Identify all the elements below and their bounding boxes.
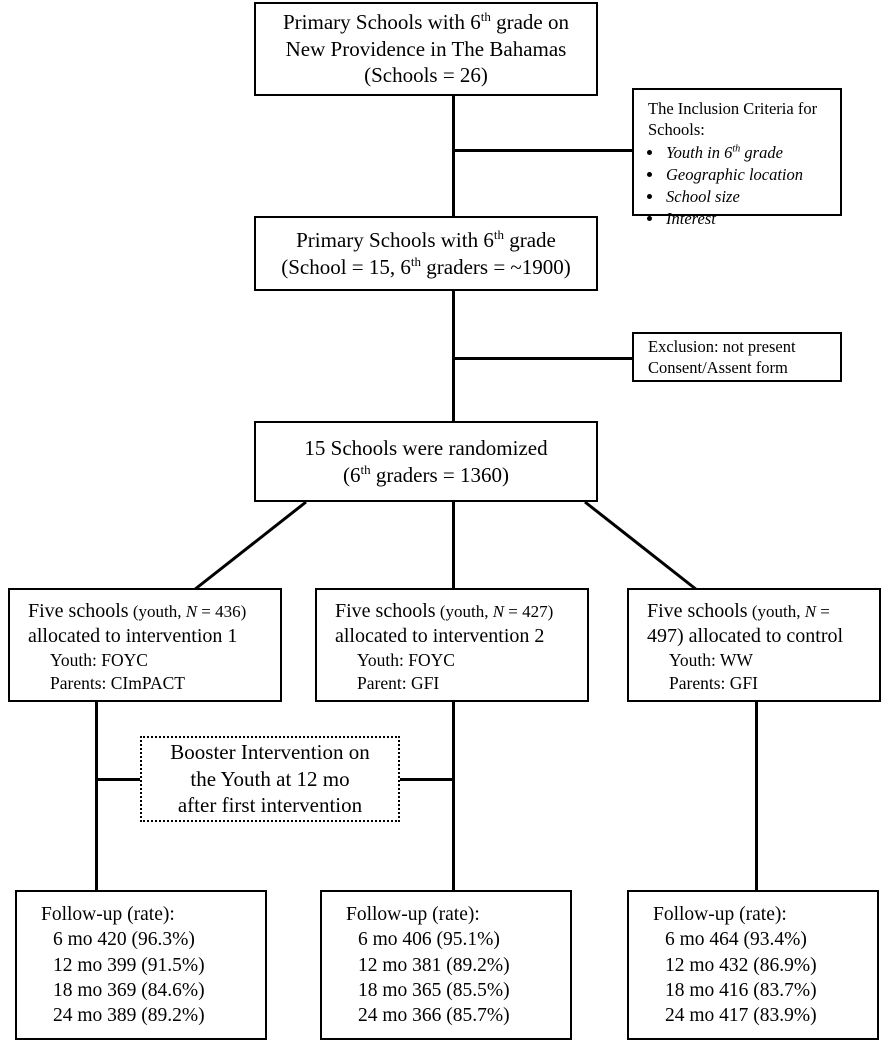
node-text: Primary Schools with 6 [296, 227, 494, 252]
allocation-heading-line2: allocated to intervention 2 [335, 625, 545, 648]
followup-heading: Follow-up (rate): [346, 904, 480, 925]
node-text: = [816, 602, 830, 621]
followup-row: 18 mo 365 (85.5%) [358, 980, 510, 1002]
node-exclusion: Exclusion: not present Consent/Assent fo… [632, 332, 842, 382]
node-inclusion-criteria: The Inclusion Criteria for Schools: Yout… [632, 88, 842, 228]
allocation-detail-parents: Parents: CImPACT [50, 673, 185, 694]
connector-randomized-to-group2 [452, 500, 455, 590]
superscript-th: th [493, 226, 504, 242]
followup-row: 24 mo 366 (85.7%) [358, 1005, 510, 1027]
node-booster-intervention: Booster Intervention on the Youth at 12 … [140, 736, 400, 822]
node-followup-intervention-1: Follow-up (rate): 6 mo 420 (96.3%) 12 mo… [15, 890, 267, 1040]
allocation-heading-line2: 497) allocated to control [647, 625, 844, 648]
connector-group3-to-followup [755, 702, 758, 892]
node-text: graders = 1360) [370, 462, 509, 487]
allocation-detail-parents: Parents: GFI [669, 673, 758, 694]
node-eligible-schools: Primary Schools with 6th grade (School =… [254, 216, 598, 291]
node-text: grade on [490, 9, 569, 34]
node-text: Primary Schools with 6 [282, 9, 481, 34]
node-text: (youth, N = 436) [128, 602, 247, 621]
inclusion-heading-line2: Schools: [648, 120, 705, 140]
followup-row: 24 mo 417 (83.9%) [665, 1005, 817, 1027]
allocation-detail-youth: Youth: WW [669, 650, 753, 671]
inclusion-heading-line1: The Inclusion Criteria for [648, 99, 818, 118]
node-line: Primary Schools with 6th grade on [256, 9, 596, 36]
sample-size-symbol: N [804, 602, 817, 621]
followup-heading: Follow-up (rate): [653, 904, 787, 925]
connector-booster-right-stub [399, 778, 455, 781]
node-line: (School = 15, 6th graders = ~1900) [256, 254, 596, 281]
followup-row: 18 mo 416 (83.7%) [665, 980, 817, 1002]
list-item: Geographic location [664, 164, 840, 186]
superscript-th: th [410, 253, 422, 269]
node-text: (youth, [128, 602, 186, 621]
followup-row: 6 mo 464 (93.4%) [665, 929, 807, 951]
node-followup-intervention-2: Follow-up (rate): 6 mo 406 (95.1%) 12 mo… [320, 890, 572, 1040]
node-text: = 427) [504, 602, 554, 621]
sample-size-symbol: N [492, 602, 505, 621]
followup-row: 18 mo 369 (84.6%) [53, 980, 205, 1002]
connector-eligible-to-randomized [452, 291, 455, 421]
node-line: New Providence in The Bahamas [285, 36, 567, 61]
node-line: (Schools = 26) [364, 63, 488, 88]
node-text: (6 [342, 462, 361, 487]
list-item: School size [664, 186, 840, 208]
node-allocation-control: Five schools (youth, N = 497) allocated … [627, 588, 881, 702]
node-text: (youth, [747, 602, 805, 621]
allocation-heading-line1: Five schools (youth, N = [629, 599, 879, 624]
node-text: grade [503, 227, 556, 252]
list-item: Interest [664, 208, 840, 230]
allocation-heading-line1: Five schools (youth, N = 436) [10, 599, 280, 624]
inclusion-criteria-list: Youth in 6th grade Geographic location S… [634, 142, 840, 230]
sample-size-symbol: N [185, 602, 198, 621]
connector-booster-left-stub [95, 778, 142, 781]
allocation-detail-parents: Parent: GFI [357, 673, 440, 694]
node-text: graders = ~1900) [421, 254, 571, 279]
connector-to-inclusion-criteria [452, 149, 632, 152]
followup-row: 6 mo 406 (95.1%) [358, 929, 500, 951]
allocation-heading-line2: allocated to intervention 1 [28, 625, 238, 648]
node-primary-schools-total: Primary Schools with 6th grade on New Pr… [254, 2, 598, 96]
followup-row: 12 mo 399 (91.5%) [53, 954, 205, 976]
node-line: (6th graders = 1360) [256, 462, 596, 489]
connector-to-exclusion [452, 357, 632, 360]
connector-title-to-eligible [452, 96, 455, 216]
node-line: the Youth at 12 mo [190, 766, 350, 791]
list-item-label: Youth in 6 [666, 142, 733, 162]
allocation-detail-youth: Youth: FOYC [357, 650, 455, 671]
node-randomized: 15 Schools were randomized (6th graders … [254, 421, 598, 502]
node-line: Consent/Assent form [648, 358, 788, 377]
node-line: Primary Schools with 6th grade [256, 227, 596, 254]
node-text: (youth, N = 427) [435, 602, 554, 621]
list-item: Youth in 6th grade [664, 142, 840, 164]
superscript-th: th [360, 461, 371, 477]
list-item-label: grade [740, 142, 783, 162]
allocation-detail-youth: Youth: FOYC [50, 650, 148, 671]
followup-row: 24 mo 389 (89.2%) [53, 1005, 205, 1027]
node-allocation-intervention-2: Five schools (youth, N = 427) allocated … [315, 588, 589, 702]
connector-randomization-fan [193, 500, 698, 592]
followup-heading: Follow-up (rate): [41, 904, 175, 925]
followup-row: 12 mo 432 (86.9%) [665, 954, 817, 976]
node-followup-control: Follow-up (rate): 6 mo 464 (93.4%) 12 mo… [627, 890, 879, 1040]
superscript-th: th [732, 143, 741, 155]
node-text: Five schools [335, 600, 436, 622]
node-text: = 436) [197, 602, 247, 621]
node-text: Five schools [647, 600, 748, 622]
superscript-th: th [480, 8, 491, 24]
node-text: (youth, N = [748, 602, 830, 621]
allocation-heading-line1: Five schools (youth, N = 427) [317, 599, 587, 624]
node-text: (youth, [435, 602, 493, 621]
node-line: Exclusion: not present [648, 336, 796, 356]
followup-row: 6 mo 420 (96.3%) [53, 929, 195, 951]
connector-group1-to-followup [95, 702, 98, 892]
node-line: 15 Schools were randomized [304, 435, 548, 460]
node-text: (School = 15, 6 [281, 254, 411, 279]
node-line: Booster Intervention on [170, 739, 370, 764]
connector-group2-to-followup [452, 702, 455, 892]
node-allocation-intervention-1: Five schools (youth, N = 436) allocated … [8, 588, 282, 702]
node-text: Five schools [28, 600, 129, 622]
followup-row: 12 mo 381 (89.2%) [358, 954, 510, 976]
node-line: after first intervention [177, 793, 363, 818]
